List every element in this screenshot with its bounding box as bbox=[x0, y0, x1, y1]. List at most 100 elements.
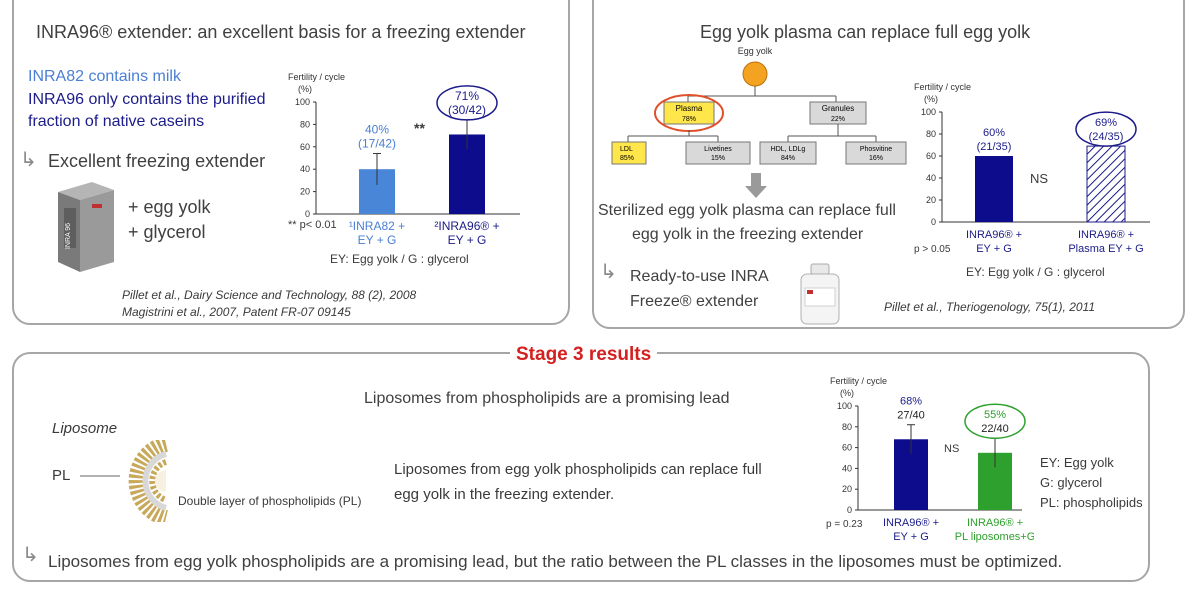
x-category-label-1: INRA96® + bbox=[966, 229, 1022, 241]
ldl-label: LDL bbox=[620, 146, 633, 153]
inra82-milk-line: INRA82 contains milk bbox=[28, 68, 181, 85]
x-category-label-1: ¹INRA82 + bbox=[349, 219, 405, 233]
hdl-pct: 84% bbox=[781, 155, 795, 162]
y-tick-label-20: 20 bbox=[842, 484, 852, 494]
down-arrow-icon bbox=[745, 173, 767, 204]
bar-1 bbox=[975, 156, 1013, 222]
legend-g: G: glycerol bbox=[1040, 475, 1103, 490]
livetines-label: Livetines bbox=[704, 146, 732, 153]
y-tick-label-60: 60 bbox=[926, 151, 936, 161]
left-panel-title: INRA96® extender: an excellent basis for… bbox=[36, 22, 526, 42]
bar-count-label-1: 27/40 bbox=[897, 410, 925, 422]
bar-label-circle-2 bbox=[964, 403, 1026, 439]
phosvitine-pct: 16% bbox=[869, 155, 883, 162]
bar-value-label-2: 71% bbox=[455, 89, 479, 103]
bar-value-label-1: 40% bbox=[365, 123, 389, 137]
phosvitine-label: Phosvitine bbox=[860, 146, 892, 153]
plasma-pct: 78% bbox=[682, 116, 696, 123]
y-tick-label-100: 100 bbox=[837, 401, 852, 411]
legend-pl: PL: phospholipids bbox=[1040, 495, 1143, 510]
y-tick-label-80: 80 bbox=[300, 119, 310, 129]
legend-ey: EY: Egg yolk bbox=[1040, 455, 1114, 470]
y-tick-label-20: 20 bbox=[926, 195, 936, 205]
right-panel-title: Egg yolk plasma can replace full egg yol… bbox=[700, 22, 1031, 42]
y-tick-label-100: 100 bbox=[295, 97, 310, 107]
y-axis-label: Fertility / cycle bbox=[914, 82, 971, 92]
x-category-label-2: ²INRA96® + bbox=[434, 219, 499, 233]
y-tick-label-40: 40 bbox=[926, 173, 936, 183]
y-axis-unit: (%) bbox=[840, 388, 854, 398]
ready-to-use-line-1: Ready-to-use INRA bbox=[630, 268, 769, 285]
livetines-pct: 15% bbox=[711, 155, 725, 162]
bilayer-caption: Double layer of phospholipids (PL) bbox=[178, 494, 362, 508]
y-axis-label: Fertility / cycle bbox=[288, 72, 345, 82]
right-ns-label: NS bbox=[1030, 171, 1049, 186]
hdl-label: HDL, LDLg bbox=[771, 146, 806, 153]
granules-label: Granules bbox=[822, 104, 854, 113]
bar-value-label-2: 55% bbox=[984, 409, 1006, 421]
y-tick-label-80: 80 bbox=[926, 129, 936, 139]
x-category-sublabel-2: Plasma EY + G bbox=[1068, 243, 1143, 255]
ldl-pct: 85% bbox=[620, 155, 634, 162]
hdl-node bbox=[759, 141, 817, 165]
bar-count-label-2: 22/40 bbox=[981, 423, 1009, 435]
stage-3-heading: Stage 3 results bbox=[510, 344, 658, 366]
bullet-arrow-icon: ↳ bbox=[600, 261, 617, 283]
bullet-arrow-icon: ↳ bbox=[20, 149, 37, 171]
y-axis-unit: (%) bbox=[924, 94, 938, 104]
y-tick-label-0: 0 bbox=[847, 505, 852, 515]
plasma-claim-line-2: egg yolk in the freezing extender bbox=[632, 226, 864, 243]
ready-to-use-line-2: Freeze® extender bbox=[630, 293, 759, 310]
x-category-label-2: INRA96® + bbox=[967, 517, 1023, 529]
y-tick-label-0: 0 bbox=[305, 209, 310, 219]
left-pvalue-note: ** p< 0.01 bbox=[288, 219, 337, 231]
left-reference-1: Pillet et al., Dairy Science and Technol… bbox=[122, 288, 417, 302]
phosvitine-node bbox=[845, 141, 907, 165]
bar-count-label-1: (17/42) bbox=[358, 137, 396, 151]
right-pvalue-note: p > 0.05 bbox=[914, 244, 951, 255]
extender-bottle-icon bbox=[795, 262, 845, 331]
bottom-ns-label: NS bbox=[944, 443, 960, 455]
y-tick-label-60: 60 bbox=[300, 142, 310, 152]
right-chart-legend: EY: Egg yolk / G : glycerol bbox=[966, 265, 1105, 279]
left-reference-2: Magistrini et al., 2007, Patent FR-07 09… bbox=[122, 305, 351, 319]
bar-value-label-1: 68% bbox=[900, 396, 922, 408]
x-category-sublabel-1: EY + G bbox=[976, 243, 1012, 255]
conclusion-line: Liposomes from egg yolk phospholipids ar… bbox=[48, 552, 1063, 571]
right-reference: Pillet et al., Theriogenology, 75(1), 20… bbox=[884, 300, 1096, 314]
bottom-pvalue-note: p = 0.23 bbox=[826, 519, 863, 530]
x-category-label-1: INRA96® + bbox=[883, 517, 939, 529]
granules-pct: 22% bbox=[831, 116, 845, 123]
plasma-label: Plasma bbox=[676, 104, 703, 113]
plus-glycerol: + glycerol bbox=[128, 222, 206, 242]
bar-2 bbox=[1086, 145, 1126, 223]
x-category-sublabel-2: EY + G bbox=[448, 233, 487, 247]
liposome-bilayer-icon bbox=[80, 436, 176, 527]
y-tick-label-40: 40 bbox=[300, 164, 310, 174]
tree-root-label: Egg yolk bbox=[738, 46, 773, 56]
liposome-label: Liposome bbox=[52, 420, 118, 437]
x-category-sublabel-2: PL liposomes+G bbox=[955, 531, 1034, 543]
x-category-label-2: INRA96® + bbox=[1078, 229, 1134, 241]
y-tick-label-60: 60 bbox=[842, 443, 852, 453]
egg-yolk-icon bbox=[742, 61, 768, 87]
bar-value-label-2: 69% bbox=[1095, 117, 1117, 129]
x-category-sublabel-1: EY + G bbox=[893, 531, 929, 543]
ldl-node bbox=[611, 141, 647, 165]
panel-stage-3 bbox=[12, 352, 1150, 582]
inra96-caseins-line-2: fraction of native caseins bbox=[28, 113, 205, 130]
inra96-caseins-line-1: INRA96 only contains the purified bbox=[28, 91, 266, 108]
y-axis-unit: (%) bbox=[298, 84, 312, 94]
plasma-claim-line-1: Sterilized egg yolk plasma can replace f… bbox=[598, 202, 896, 219]
y-tick-label-40: 40 bbox=[842, 463, 852, 473]
y-tick-label-100: 100 bbox=[921, 107, 936, 117]
bottom-panel-title: Liposomes from phospholipids are a promi… bbox=[364, 390, 730, 407]
chart-inra82-vs-inra96: Fertility / cycle (%) 0 20 40 60 80 100 40%(17/4… bbox=[288, 72, 520, 247]
plus-egg-yolk: + egg yolk bbox=[128, 197, 211, 217]
bar-count-label-2: (24/35) bbox=[1089, 131, 1124, 143]
y-tick-label-20: 20 bbox=[300, 187, 310, 197]
chart-plasma-vs-egg-yolk: Fertility / cycle(%)02040608010060%(21/3… bbox=[914, 82, 1150, 255]
liposome-claim-line-1: Liposomes from egg yolk phospholipids ca… bbox=[394, 461, 762, 478]
y-tick-label-0: 0 bbox=[931, 217, 936, 227]
bar-value-label-1: 60% bbox=[983, 127, 1005, 139]
